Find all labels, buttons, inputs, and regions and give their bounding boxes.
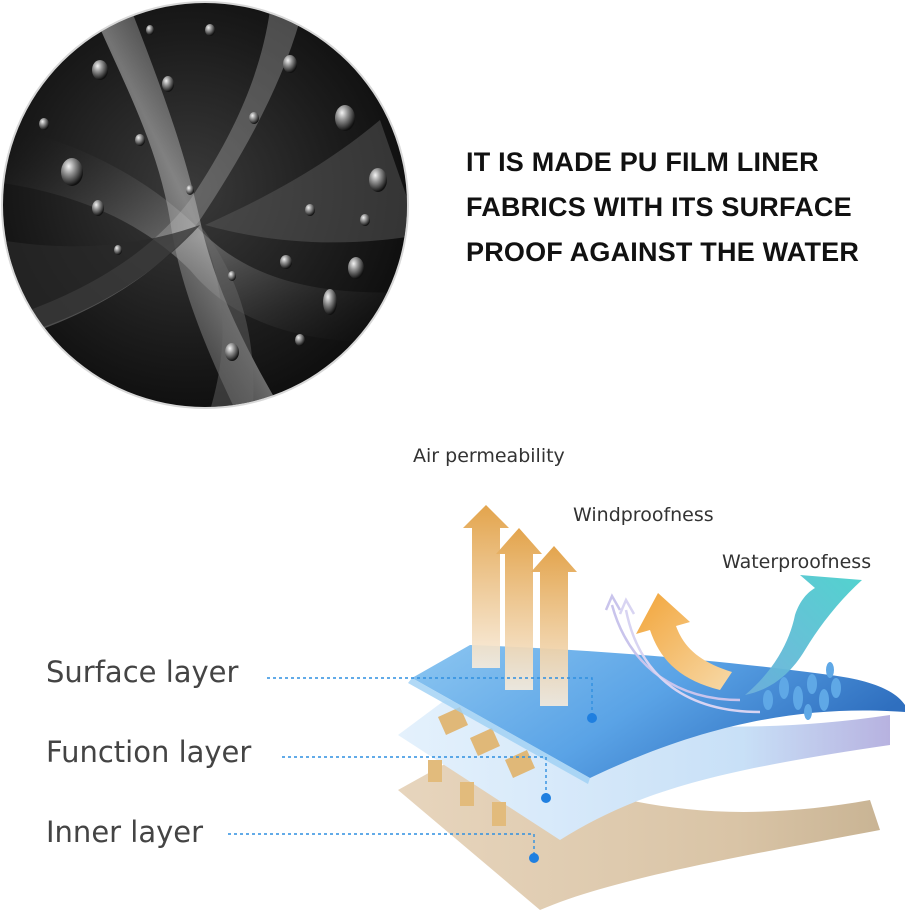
- inner-layer-blocks: [428, 760, 506, 826]
- headline-line-3: PROOF AGAINST THE WATER: [466, 237, 860, 267]
- headline: IT IS MADE PU FILM LINER FABRICS WITH IT…: [466, 140, 906, 275]
- inner-layer-marker: [529, 853, 539, 863]
- inner-layer-label: Inner layer: [46, 815, 204, 849]
- leader-lines: [228, 677, 593, 856]
- function-layer-label: Function layer: [46, 735, 252, 769]
- fabric-layers-diagram: [228, 505, 905, 910]
- function-layer-marker: [541, 793, 551, 803]
- headline-line-1: IT IS MADE PU FILM LINER: [466, 147, 819, 177]
- air-permeability-label: Air permeability: [413, 445, 565, 467]
- windproofness-arrows: [604, 593, 761, 714]
- windproofness-label: Windproofness: [573, 504, 714, 526]
- air-permeability-arrows: [463, 505, 577, 706]
- headline-line-2: FABRICS WITH ITS SURFACE: [466, 192, 852, 222]
- fabric-closeup-image: [1, 1, 409, 409]
- surface-layer-marker: [587, 713, 597, 723]
- surface-layer-label: Surface layer: [46, 655, 239, 689]
- waterproofness-label: Waterproofness: [722, 551, 872, 573]
- waterproofness-wave: [745, 575, 862, 720]
